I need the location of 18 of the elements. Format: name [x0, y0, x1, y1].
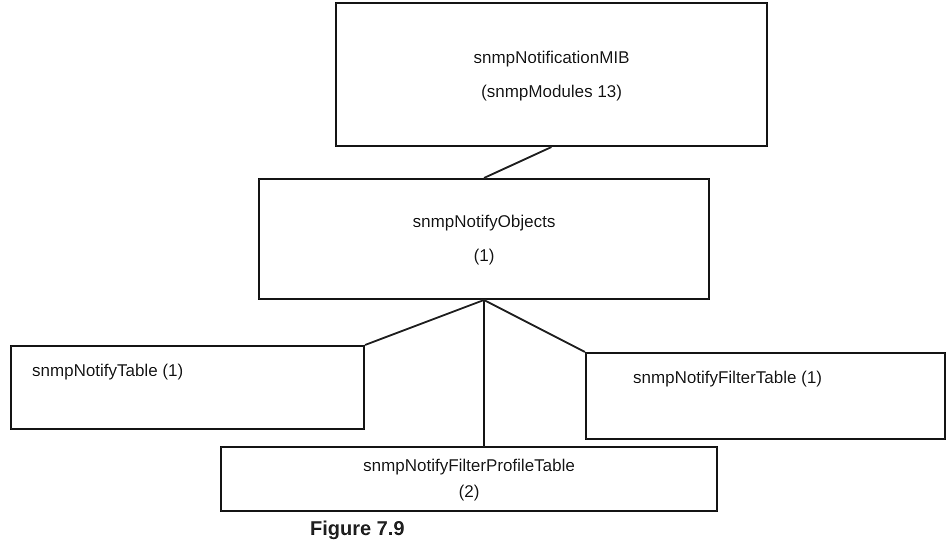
connector-line: [484, 146, 552, 179]
node-box: [335, 2, 768, 147]
node-label: snmpNotifyObjects: [412, 212, 556, 232]
node-label: (1): [474, 246, 494, 266]
node-box: [258, 178, 710, 300]
connector-line: [483, 300, 485, 446]
node-label: (2): [458, 482, 480, 502]
node-box: [10, 345, 365, 430]
node-label: snmpNotifyTable (1): [32, 361, 184, 381]
node-label: (snmpModules 13): [481, 82, 622, 102]
node-label: snmpNotificationMIB: [474, 48, 630, 68]
figure-caption: Figure 7.9: [310, 518, 404, 541]
connector-line: [484, 299, 586, 353]
node-label: snmpNotifyFilterTable (1): [633, 368, 822, 388]
node-box: [585, 352, 946, 440]
node-label: snmpNotifyFilterProfileTable: [363, 456, 575, 476]
connector-line: [364, 299, 484, 346]
node-box: [220, 446, 718, 512]
